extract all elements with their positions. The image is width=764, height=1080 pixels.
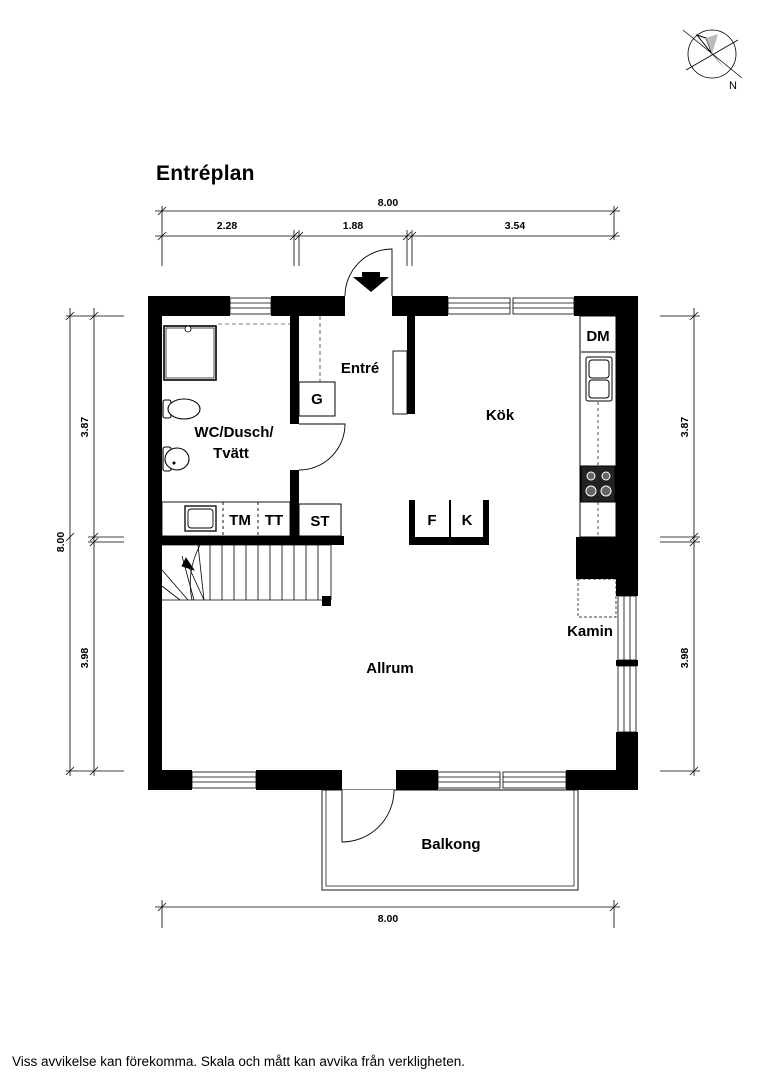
fixture-label-g: G [311,391,323,408]
fixture-label-k: K [462,512,473,529]
room-label-wc-line1: WC/Dusch/ [194,424,274,441]
dim-left-lower: 3.98 [79,648,91,669]
laundry-counter [161,501,291,537]
exterior-walls [148,296,638,790]
dim-bottom-total: 8.00 [378,913,399,925]
entre-column [392,350,408,415]
shower-icon [163,323,290,381]
dim-top-a: 2.28 [217,220,238,232]
fixture-label-tm: TM [229,512,251,529]
closet-g [298,381,336,417]
room-label-wc-line2: Tvätt [213,445,249,462]
fixture-label-f: F [427,512,436,529]
windows [191,297,637,789]
toilet-icon [162,398,201,420]
balcony-door[interactable] [341,789,395,843]
entrance-door[interactable] [344,248,393,297]
dim-left-total: 8.00 [55,532,67,553]
kitchen-counter [579,315,617,538]
dim-right-upper: 3.87 [679,417,691,438]
room-label-balkong: Balkong [421,836,480,853]
bath-sink-icon [162,446,190,472]
closet-st [298,503,342,537]
plan-title: Entréplan [156,162,255,185]
interior-walls [162,316,616,606]
kamin-icon [577,578,617,618]
dim-left-upper: 3.87 [79,417,91,438]
disclaimer-footer: Viss avvikelse kan förekomma. Skala och … [12,1054,465,1069]
fridge-freezer-unit [409,500,489,545]
room-label-entre: Entré [341,360,379,377]
room-label-allrum: Allrum [366,660,414,677]
bathroom-door[interactable] [298,423,346,471]
staircase [161,544,332,601]
room-label-kok: Kök [486,407,515,424]
dimension-lines [65,206,700,928]
fixture-label-st: ST [310,513,329,530]
fixture-label-dm: DM [586,328,609,345]
room-label-kamin: Kamin [567,623,613,640]
fixture-label-tt: TT [265,512,283,529]
dim-top-total: 8.00 [378,197,399,209]
dim-right-lower: 3.98 [679,648,691,669]
compass-icon: N [682,29,743,92]
dim-top-b: 1.88 [343,220,364,232]
compass-label: N [729,80,737,92]
dim-top-c: 3.54 [505,220,526,232]
